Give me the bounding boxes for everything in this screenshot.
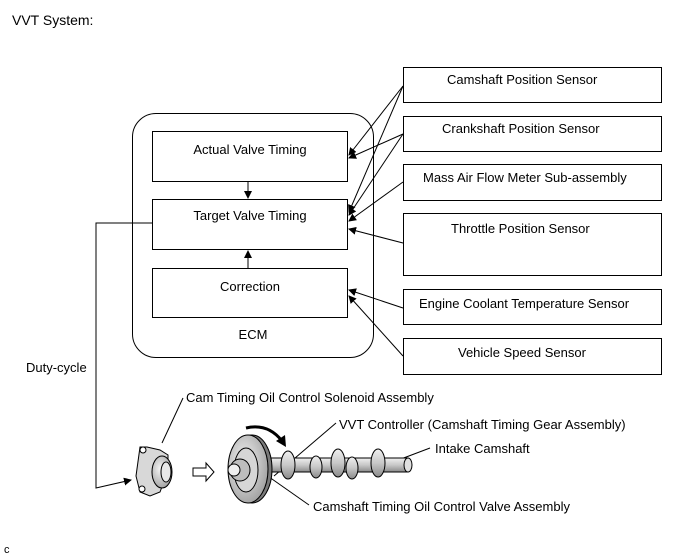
sensor-engine-coolant-temperature-label: Engine Coolant Temperature Sensor — [419, 296, 630, 311]
arrow-camshaft-to-actual — [348, 85, 404, 156]
figure-code: c — [4, 544, 10, 556]
sensor-engine-coolant-temperature: Engine Coolant Temperature Sensor — [403, 289, 662, 325]
sensor-camshaft-position: Camshaft Position Sensor — [403, 67, 662, 103]
actual-valve-timing-label: Actual Valve Timing — [193, 142, 307, 157]
timing-gear-illustration — [227, 434, 273, 504]
sensor-crankshaft-position-label: Crankshaft Position Sensor — [442, 121, 600, 136]
target-valve-timing-box: Target Valve Timing — [152, 199, 348, 250]
correction-box: Correction — [152, 268, 348, 318]
sensor-mass-air-flow-label: Mass Air Flow Meter Sub-assembly — [423, 170, 627, 185]
rotation-arrow — [245, 425, 284, 442]
sensor-vehicle-speed: Vehicle Speed Sensor — [403, 338, 662, 375]
arrow-throttle-to-target — [348, 226, 404, 244]
sensor-vehicle-speed-label: Vehicle Speed Sensor — [458, 345, 586, 360]
sensor-throttle-position: Throttle Position Sensor — [403, 213, 662, 276]
sensor-crankshaft-position: Crankshaft Position Sensor — [403, 116, 662, 152]
duty-cycle-label: Duty-cycle — [26, 360, 87, 375]
flow-arrow — [192, 461, 215, 483]
arrow-coolant-to-correction — [348, 288, 404, 309]
arrow-crankshaft-to-actual — [348, 133, 404, 159]
vvt-controller-label: VVT Controller (Camshaft Timing Gear Ass… — [339, 417, 626, 432]
arrow-airflow-to-target — [348, 181, 404, 222]
solenoid-illustration — [135, 446, 173, 497]
camshaft-illustration — [249, 448, 413, 480]
rotation-arrowhead — [276, 435, 286, 447]
intake-camshaft-label: Intake Camshaft — [435, 441, 530, 456]
arrow-camshaft-to-target — [348, 85, 404, 213]
target-valve-timing-label: Target Valve Timing — [193, 208, 307, 223]
sensor-camshaft-position-label: Camshaft Position Sensor — [447, 72, 598, 87]
ecm-label: ECM — [238, 327, 268, 342]
arrow-crankshaft-to-target — [348, 133, 404, 216]
valve-label: Camshaft Timing Oil Control Valve Assemb… — [313, 499, 570, 514]
page-title: VVT System: — [12, 12, 94, 28]
correction-label: Correction — [220, 279, 280, 294]
duty-cycle-line — [95, 222, 152, 489]
arrow-speed-to-correction — [348, 295, 404, 357]
sensor-throttle-position-label: Throttle Position Sensor — [451, 221, 590, 236]
leader-solenoid — [161, 397, 184, 444]
actual-valve-timing-box: Actual Valve Timing — [152, 131, 348, 182]
solenoid-label: Cam Timing Oil Control Solenoid Assembly — [186, 390, 434, 405]
sensor-mass-air-flow: Mass Air Flow Meter Sub-assembly — [403, 164, 662, 201]
